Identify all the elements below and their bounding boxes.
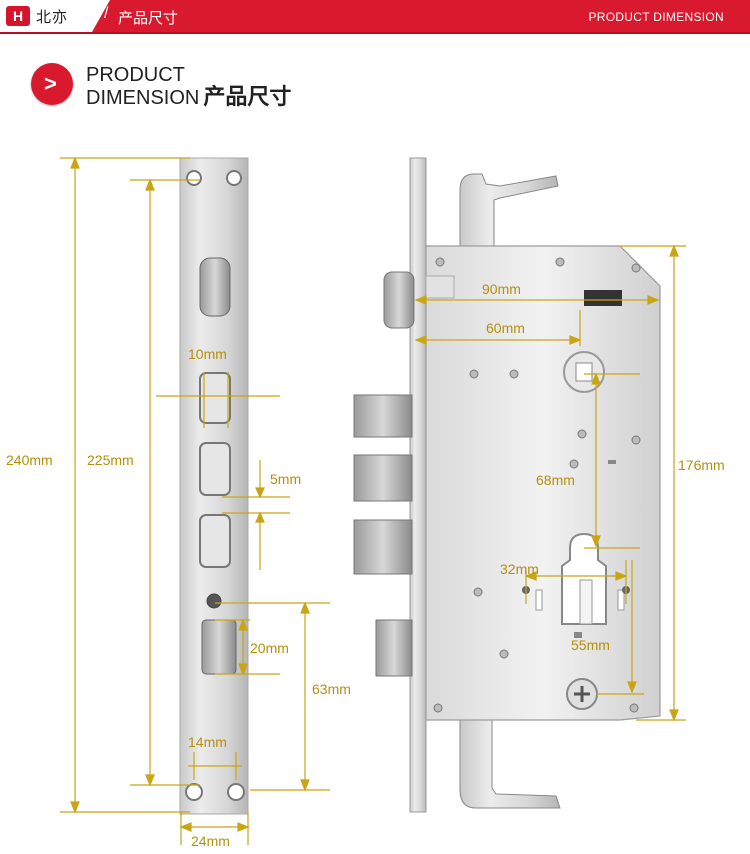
- section-tab: [92, 0, 750, 32]
- label-slot-gap: 5mm: [270, 471, 302, 487]
- section-title-en: PRODUCT DIMENSION: [588, 10, 724, 24]
- header-divider: [0, 32, 750, 34]
- heading-cn: 产品尺寸: [203, 84, 292, 109]
- heading-line2-en: DIMENSION: [86, 87, 200, 109]
- chevron-right-icon: >: [44, 71, 57, 96]
- section-title-cn: 产品尺寸: [118, 10, 179, 27]
- tab-notch: [92, 0, 110, 32]
- brand-logo-icon: H: [6, 6, 30, 26]
- label-hole-spacing: 225mm: [87, 452, 134, 468]
- label-slot-width: 10mm: [188, 346, 227, 362]
- label-bolt-to-bottom: 63mm: [312, 681, 351, 697]
- label-cylinder-width: 32mm: [500, 561, 539, 577]
- label-bottom-hole-spacing: 14mm: [188, 734, 227, 750]
- tab-slash: /: [104, 5, 109, 22]
- label-body-height: 176mm: [678, 457, 725, 473]
- body-dimension-lines: [414, 244, 686, 722]
- brand-name: 北亦: [36, 9, 69, 26]
- top-bar: H 北亦 / 产品尺寸 PRODUCT DIMENSION: [0, 0, 750, 38]
- label-bolt-height: 20mm: [250, 640, 289, 656]
- label-plate-width: 24mm: [191, 833, 230, 849]
- faceplate-dimension-lines: [60, 156, 330, 845]
- brand[interactable]: H 北亦: [0, 0, 92, 32]
- label-handle-to-cylinder: 68mm: [536, 472, 575, 488]
- label-backset: 60mm: [486, 320, 525, 336]
- faceplate: [179, 157, 249, 815]
- lock-body: [353, 157, 661, 813]
- label-total-height: 240mm: [6, 452, 53, 468]
- heading-arrow-icon: >: [31, 63, 73, 105]
- label-body-width: 90mm: [482, 281, 521, 297]
- label-cylinder-to-screw: 55mm: [571, 637, 610, 653]
- heading-line1: PRODUCT: [86, 64, 185, 86]
